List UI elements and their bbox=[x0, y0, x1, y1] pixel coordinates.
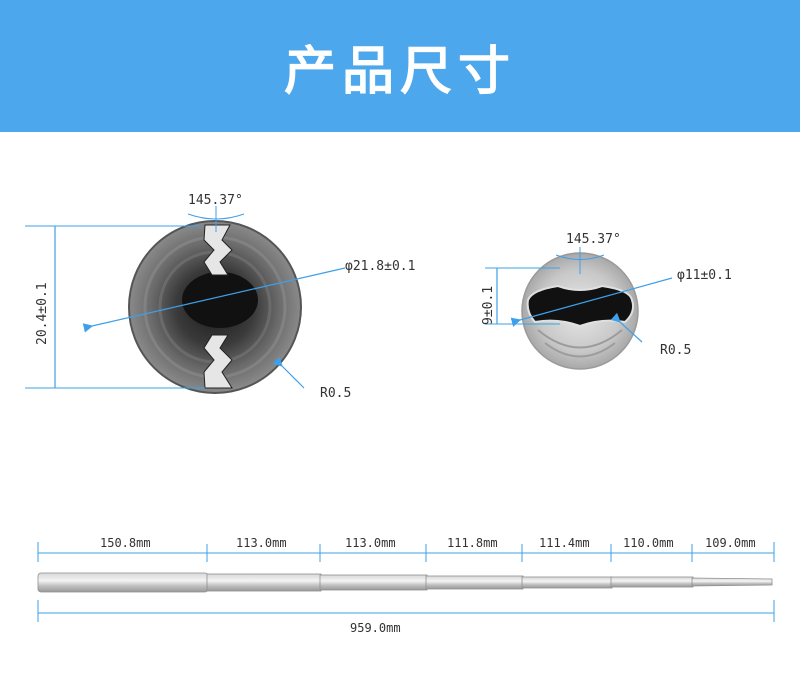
segment-5-length: 111.4mm bbox=[539, 536, 590, 550]
segment-4-length: 111.8mm bbox=[447, 536, 498, 550]
right-angle-label: 145.37° bbox=[566, 232, 621, 247]
segment-2-length: 113.0mm bbox=[236, 536, 287, 550]
telescopic-rod: 150.8mm 113.0mm 113.0mm 111.8mm 111.4mm … bbox=[37, 536, 775, 635]
left-radius-label: R0.5 bbox=[320, 386, 351, 401]
segment-3-length: 113.0mm bbox=[345, 536, 396, 550]
page-title: 产品尺寸 bbox=[283, 40, 516, 102]
segment-1-length: 150.8mm bbox=[100, 536, 151, 550]
segment-6-length: 110.0mm bbox=[623, 536, 674, 550]
left-cross-section: 145.37° 20.4±0.1 φ21.8±0.1 R0.5 bbox=[25, 193, 415, 401]
left-diameter-label: φ21.8±0.1 bbox=[345, 259, 415, 274]
title-banner: 产品尺寸 bbox=[0, 0, 800, 132]
segment-7-length: 109.0mm bbox=[705, 536, 756, 550]
right-diameter-label: φ11±0.1 bbox=[677, 268, 732, 283]
total-length: 959.0mm bbox=[350, 621, 401, 635]
right-height-label: 9±0.1 bbox=[481, 286, 496, 325]
left-angle-label: 145.37° bbox=[188, 193, 243, 208]
right-cross-section: 145.37° 9±0.1 φ11±0.1 R0.5 bbox=[481, 232, 732, 370]
left-height-label: 20.4±0.1 bbox=[35, 282, 50, 345]
right-radius-label: R0.5 bbox=[660, 343, 691, 358]
